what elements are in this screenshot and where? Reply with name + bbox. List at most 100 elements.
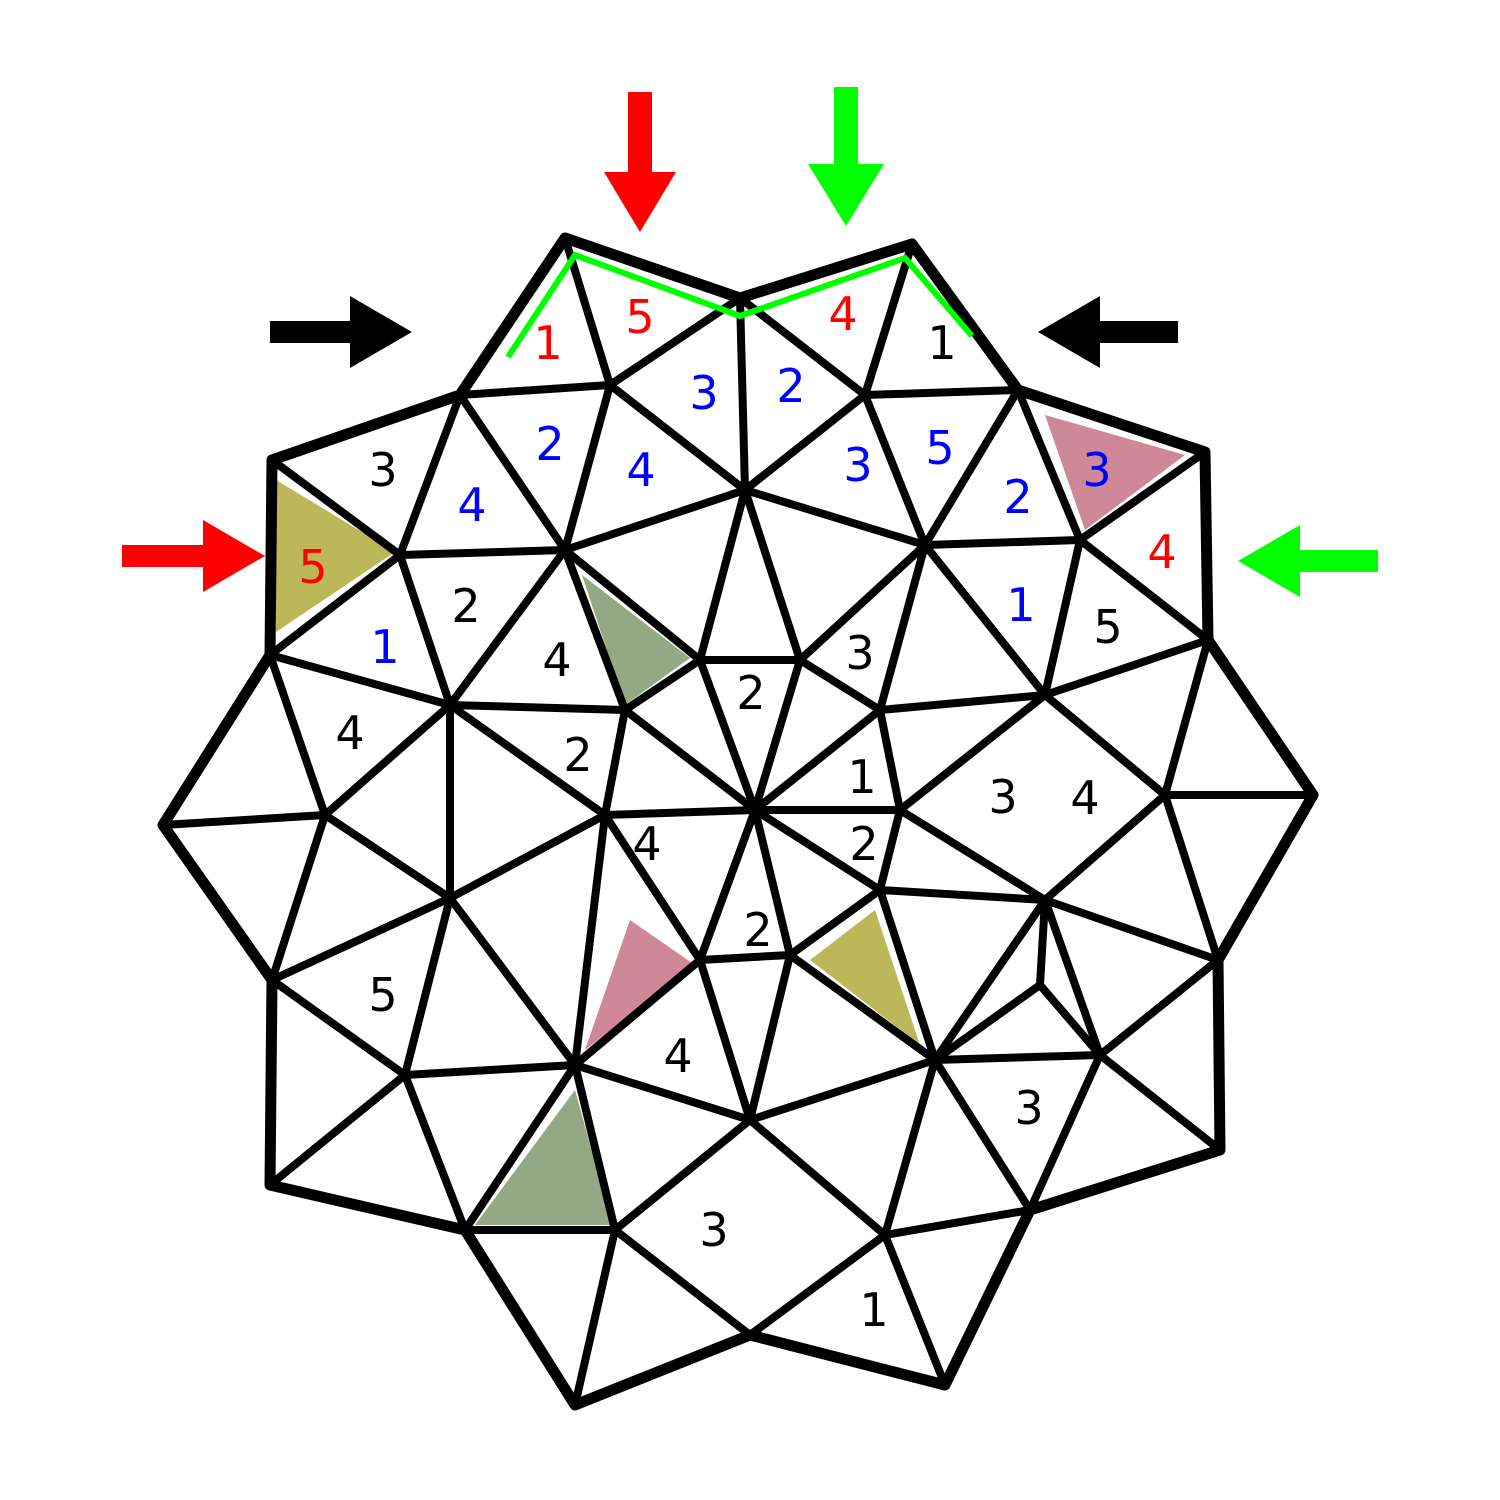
cell-number: 3 xyxy=(1014,1081,1043,1135)
grid-line xyxy=(741,486,929,549)
grid-line xyxy=(561,546,704,664)
grid-line xyxy=(896,691,1049,814)
grid-line xyxy=(1036,981,1104,1059)
red-arrow-top-down-arrow-icon xyxy=(604,92,676,232)
shaded-cell-olive-left[interactable] xyxy=(276,480,395,632)
cell-number: 1 xyxy=(533,316,562,370)
grid-line xyxy=(446,811,609,902)
grid-line xyxy=(401,1061,579,1079)
grid-line xyxy=(268,456,404,559)
black-arrow-left-right-arrow-icon xyxy=(270,296,412,368)
cell-number: 2 xyxy=(743,903,772,957)
cell-number: 3 xyxy=(843,438,872,492)
grid-line xyxy=(751,806,794,959)
grid-line xyxy=(601,706,629,819)
grid-line xyxy=(741,486,804,664)
grid-line xyxy=(446,546,569,709)
grid-line xyxy=(266,651,454,709)
grid-line xyxy=(401,894,454,1079)
grid-line xyxy=(786,886,884,959)
grid-line xyxy=(931,896,1049,1064)
cell-number: 2 xyxy=(451,579,480,633)
green-arrow-right-left-arrow-icon xyxy=(1238,525,1378,597)
grid-line xyxy=(456,381,614,399)
cell-number: 3 xyxy=(1082,443,1111,497)
cell-number: 5 xyxy=(625,290,654,344)
grid-line xyxy=(696,656,759,814)
grid-line xyxy=(931,981,1044,1064)
grid-line xyxy=(1096,1051,1224,1154)
grid-line xyxy=(741,391,869,494)
cell-number: 1 xyxy=(1006,578,1035,632)
grid-line xyxy=(611,1226,754,1339)
green-arrow-top-down-arrow-icon xyxy=(808,87,884,226)
cell-number: 3 xyxy=(988,770,1017,824)
grid-line xyxy=(1036,896,1049,989)
shaded-cells-layer xyxy=(276,415,1185,1225)
cell-number: 5 xyxy=(1093,600,1122,654)
grid-line xyxy=(1041,791,1169,904)
grid-line xyxy=(1014,386,1084,544)
green-path-layer xyxy=(505,251,975,359)
grid-line xyxy=(921,386,1022,549)
cell-number: 5 xyxy=(298,540,327,594)
grid-line xyxy=(746,1116,889,1239)
grid-line xyxy=(876,541,929,714)
grid-line xyxy=(456,391,569,554)
grid-line xyxy=(461,1061,579,1234)
grid-line xyxy=(266,1071,409,1189)
grid-line xyxy=(446,701,629,714)
grid-line xyxy=(786,951,939,1064)
grid-line xyxy=(266,551,404,659)
grid-line xyxy=(736,294,749,494)
grid-line xyxy=(876,806,904,894)
shaded-cell-rose-top-right[interactable] xyxy=(1045,415,1185,530)
cell-number: 4 xyxy=(663,1029,692,1083)
grid-line xyxy=(896,806,1049,904)
grid-line xyxy=(1096,956,1222,1059)
grid-line xyxy=(876,886,1049,904)
cell-number: 4 xyxy=(626,443,655,497)
cell-number: 2 xyxy=(535,417,564,471)
grid-line xyxy=(751,706,884,814)
grid-line xyxy=(921,541,1049,699)
cell-number: 4 xyxy=(1070,771,1099,825)
grid-line xyxy=(396,551,454,709)
grid-line xyxy=(751,656,804,814)
grid-line xyxy=(1076,448,1209,544)
grid-line xyxy=(876,886,939,1064)
grid-line xyxy=(321,701,454,819)
shaded-cell-olive-lower[interactable] xyxy=(810,910,920,1045)
cell-number: 2 xyxy=(849,817,878,871)
grid-line xyxy=(881,1231,949,1389)
grid-line xyxy=(1076,536,1212,644)
board-outline xyxy=(157,232,1319,1411)
grid-line xyxy=(1041,636,1212,699)
grid-line xyxy=(746,1056,939,1124)
grid-line xyxy=(606,381,749,494)
grid-line xyxy=(1026,1051,1104,1214)
grid-line xyxy=(446,701,609,819)
grid-line xyxy=(606,294,744,389)
green-path-line xyxy=(505,251,975,359)
grid-line xyxy=(696,806,759,964)
grid-line xyxy=(696,486,749,664)
cell-number: 1 xyxy=(859,1283,888,1337)
grid-line xyxy=(931,1051,1104,1064)
shaded-cell-sage-bottom[interactable] xyxy=(475,1090,612,1225)
shaded-cell-rose-lower[interactable] xyxy=(585,920,695,1050)
grid-line xyxy=(881,1206,1034,1239)
grid-line xyxy=(396,391,464,559)
grid-line xyxy=(861,386,1022,399)
grid-line xyxy=(561,381,614,554)
grid-line xyxy=(571,1226,619,1409)
grid-line xyxy=(621,706,759,814)
grid-line xyxy=(1161,636,1212,799)
cell-number: 1 xyxy=(847,750,876,804)
cell-number: 3 xyxy=(689,366,718,420)
cell-number: 4 xyxy=(1147,525,1176,579)
shaded-cell-sage-upper[interactable] xyxy=(582,575,690,705)
grid-line xyxy=(401,1071,469,1234)
grid-line xyxy=(796,656,884,714)
